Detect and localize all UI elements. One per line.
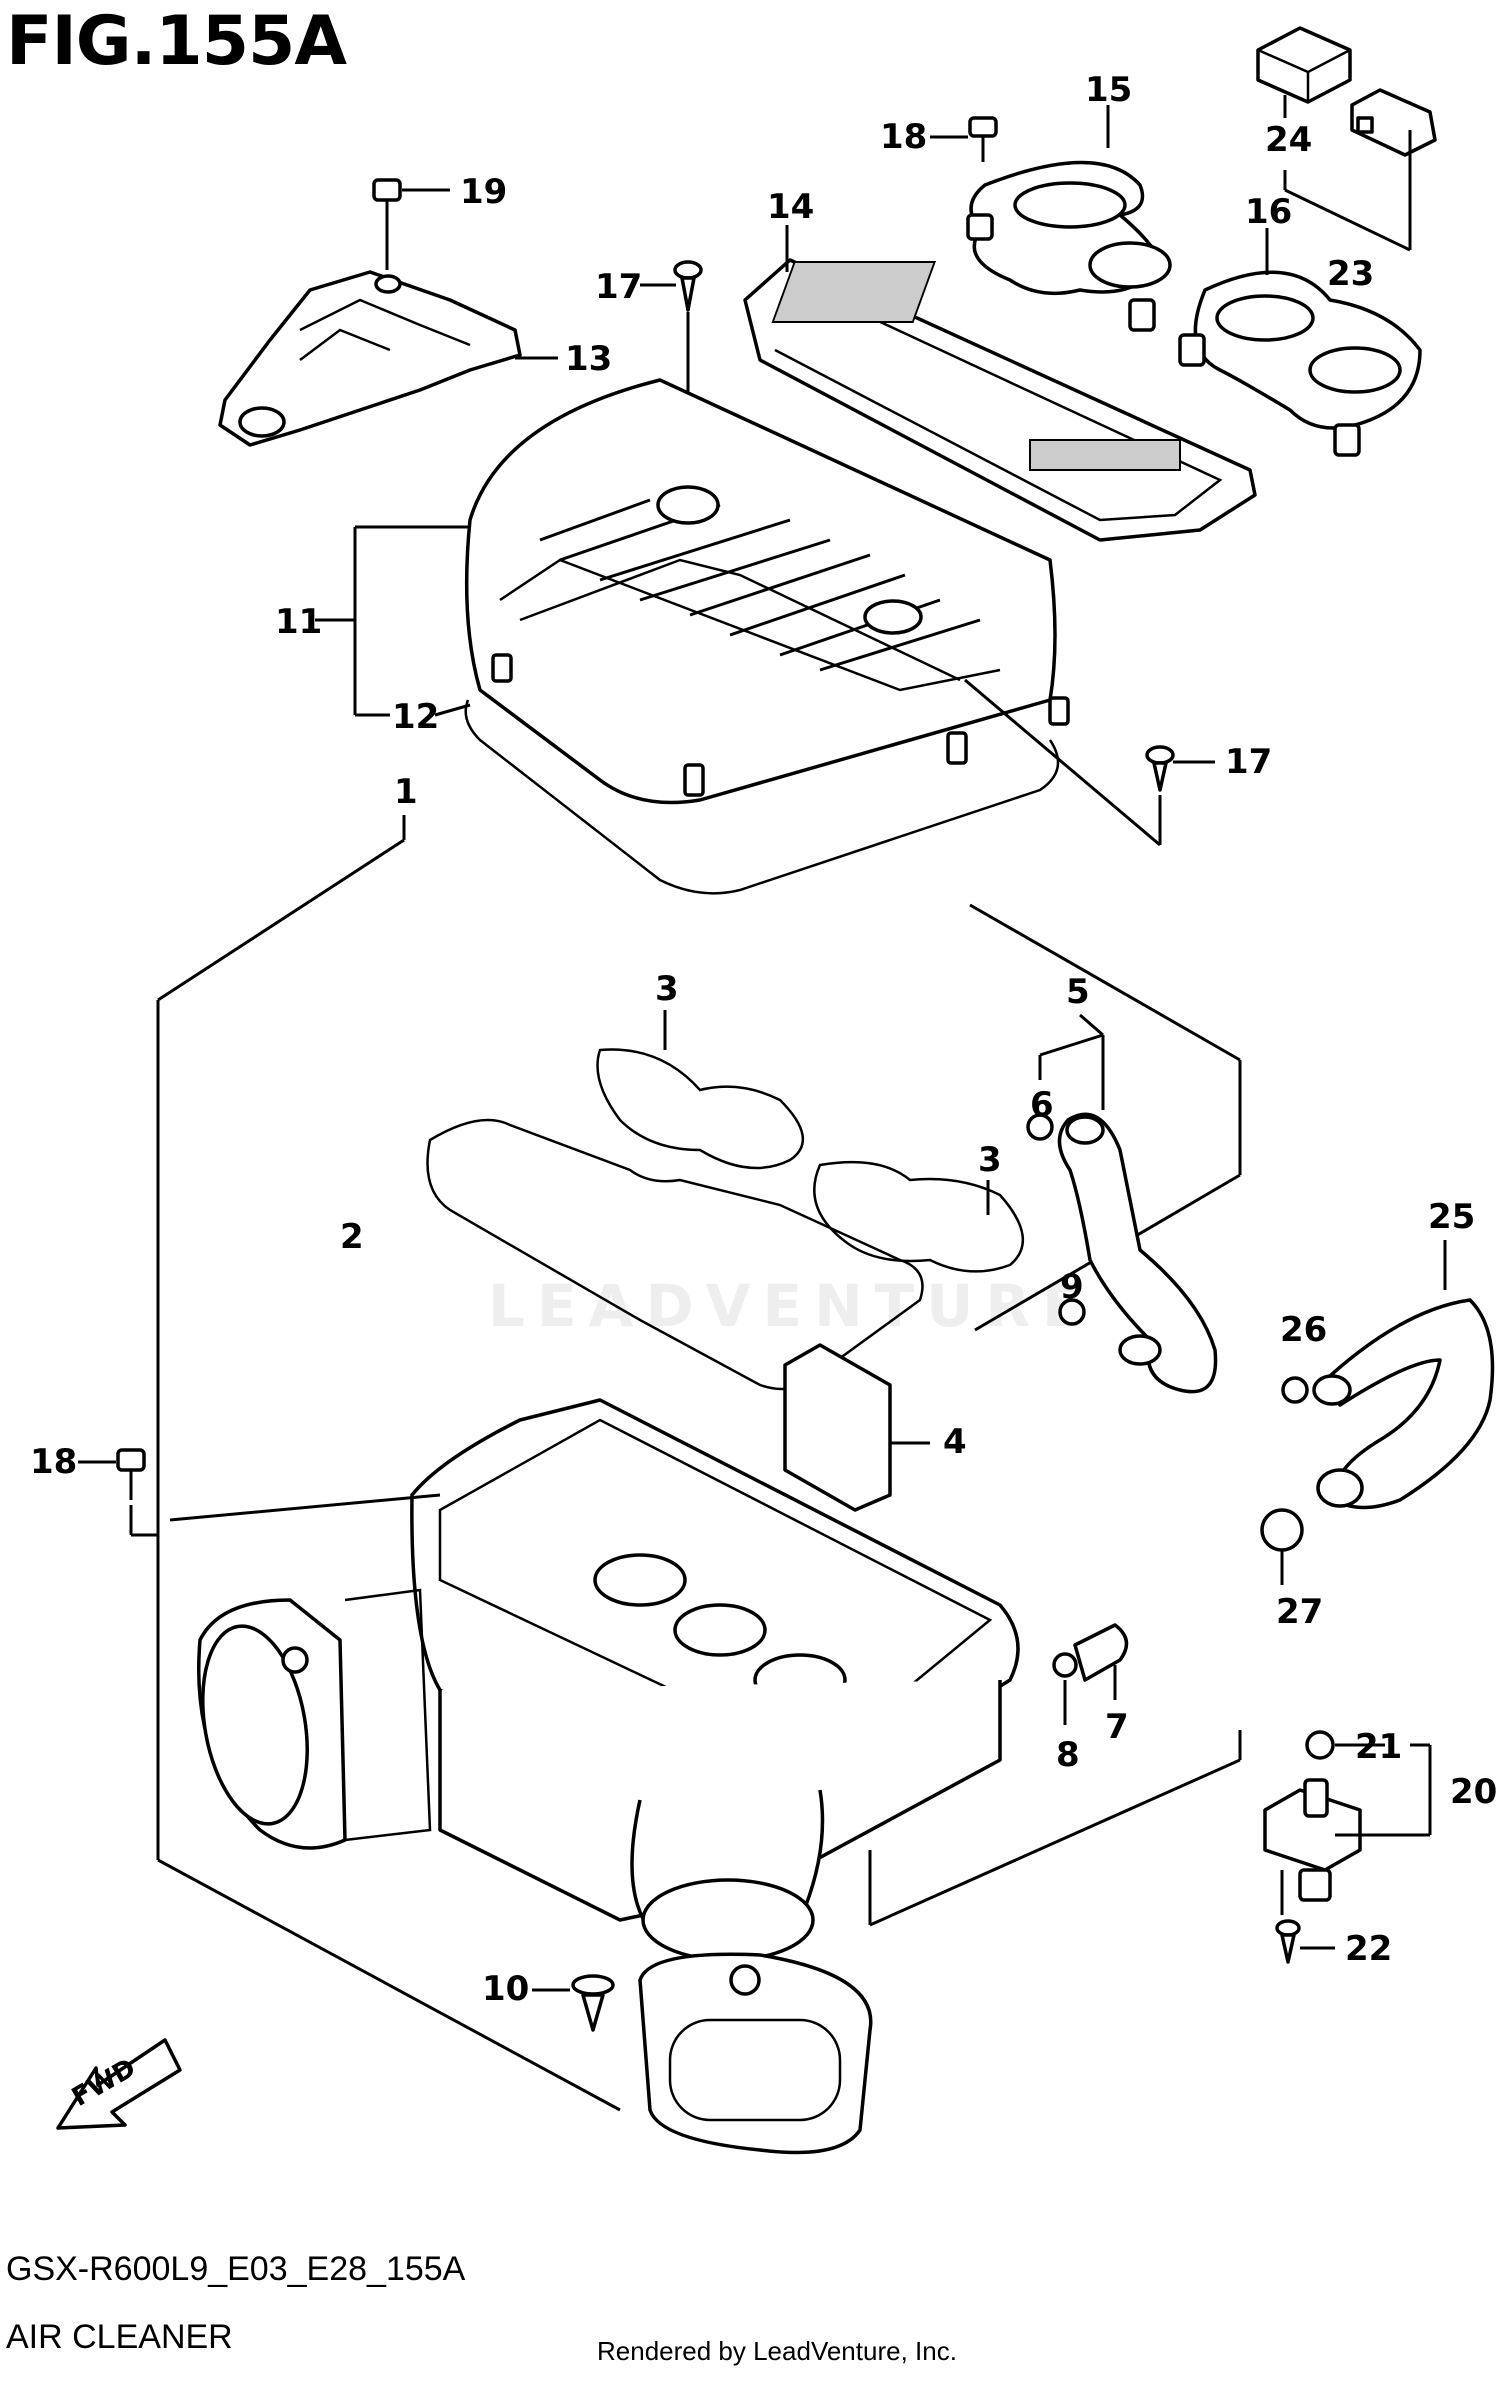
part-18-bolt-left <box>78 1448 441 1537</box>
part-10-clip <box>532 1974 615 2032</box>
part-3-seal-left <box>596 1048 805 1170</box>
part-6-clip <box>1026 1113 1054 1141</box>
part-11-cover <box>464 378 1070 805</box>
callout-17-right: 17 <box>1225 742 1273 782</box>
callout-5: 5 <box>1066 972 1090 1012</box>
callout-9: 9 <box>1060 1267 1084 1307</box>
model-code: GSX-R600L9_E03_E28_155A <box>6 2250 466 2288</box>
render-credit: Rendered by LeadVenture, Inc. <box>597 2336 957 2366</box>
callout-19: 19 <box>460 172 508 212</box>
callout-13: 13 <box>565 339 613 379</box>
part-4-drain-block <box>783 1343 930 1512</box>
part-24-cap <box>1256 26 1352 118</box>
part-19-bolt <box>372 178 450 270</box>
callout-16: 16 <box>1245 192 1293 232</box>
callout-20: 20 <box>1450 1772 1498 1812</box>
callout-17-top: 17 <box>595 267 643 307</box>
part-1-frame <box>156 815 1242 2112</box>
part-3-seal-right <box>813 1160 1025 1273</box>
callout-24: 24 <box>1265 120 1313 160</box>
part-1-lower-snorkel <box>638 1952 873 2155</box>
callout-21: 21 <box>1355 1727 1403 1767</box>
callout-4: 4 <box>943 1422 967 1462</box>
part-7-cap <box>1073 1623 1129 1700</box>
callout-3-left: 3 <box>655 969 679 1009</box>
part-9-clip <box>1058 1298 1086 1326</box>
part-20-sensor <box>1263 1730 1432 1902</box>
callout-1: 1 <box>394 772 418 812</box>
callout-26: 26 <box>1280 1310 1328 1350</box>
callout-12: 12 <box>392 697 440 737</box>
leader-11-12 <box>315 525 471 717</box>
callout-18-left: 18 <box>30 1442 78 1482</box>
callout-11: 11 <box>275 602 323 642</box>
callout-18-top: 18 <box>880 117 928 157</box>
leader-23-a <box>1284 188 1411 252</box>
part-5-hose <box>1038 1013 1218 1394</box>
part-15-funnel <box>966 105 1172 332</box>
callout-27: 27 <box>1276 1592 1324 1632</box>
fwd-arrow-icon <box>56 2038 182 2130</box>
callout-7: 7 <box>1105 1707 1129 1747</box>
figure-title: FIG.155A <box>6 2 347 81</box>
callout-10: 10 <box>482 1969 530 2009</box>
part-18-bolt-top <box>930 116 998 162</box>
watermark-text: LEADVENTURE <box>488 1272 1094 1340</box>
part-23-connector <box>1350 88 1437 157</box>
part-8-clip <box>1052 1652 1078 1725</box>
callout-8: 8 <box>1056 1735 1080 1775</box>
callout-2: 2 <box>340 1217 364 1257</box>
part-13-bracket <box>218 270 558 447</box>
part-1-inlet-duct <box>197 1588 432 1850</box>
callout-3-right: 3 <box>978 1140 1002 1180</box>
part-25-hose <box>1312 1240 1495 1510</box>
part-27-clamp <box>1260 1508 1304 1585</box>
callout-25: 25 <box>1428 1197 1476 1237</box>
part-26-clip <box>1281 1376 1309 1404</box>
part-14-element <box>743 225 1257 542</box>
callout-23: 23 <box>1327 254 1375 294</box>
part-17-screw-right <box>964 678 1215 847</box>
part-16-funnel <box>1178 228 1422 457</box>
part-12-seal <box>464 699 1060 895</box>
callout-15: 15 <box>1085 70 1133 110</box>
callout-14: 14 <box>767 187 815 227</box>
section-name: AIR CLEANER <box>6 2318 233 2356</box>
callout-6: 6 <box>1030 1085 1054 1125</box>
part-2-gasket <box>426 1118 924 1391</box>
part-22-screw <box>1275 1870 1335 1964</box>
callout-22: 22 <box>1345 1929 1393 1969</box>
part-1-case <box>410 1398 1020 1962</box>
